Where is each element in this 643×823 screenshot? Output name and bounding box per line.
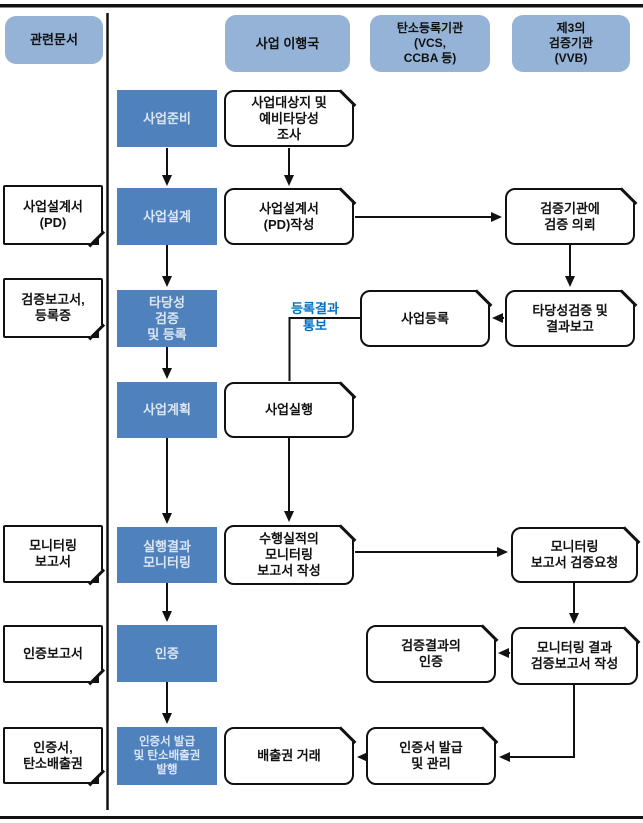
flow-label: 사업실행 [265,402,313,417]
flow-label: 배출권 거래 [257,748,321,763]
folded-corner-icon [89,231,104,246]
registry-certify-verification-results: 검증결과의 인증 [366,624,497,683]
flow-label: 모니터링 결과 검증보고서 작성 [530,640,619,671]
verifier-monitoring-verification-request: 모니터링 보고서 검증요청 [511,526,639,583]
stage-label: 사업준비 [143,110,191,126]
cut-corner-icon [620,289,636,305]
lane-header-carbon-registry: 탄소등록기관 (VCS, CCBA 등) [370,15,490,72]
flow-label: 사업등록 [401,310,449,326]
cut-corner-icon [339,726,355,742]
stage-validation-registration: 타당성 검증 및 등록 [117,290,217,347]
stage-label: 인증서 발급 및 탄소배출권 발행 [133,736,201,776]
stage-certification: 인증 [117,625,217,682]
folded-corner-icon [89,569,104,584]
stage-project-plan: 사업계획 [117,382,217,438]
verifier-verification-request: 검증기관에 검증 의뢰 [505,187,636,245]
folded-corner-icon [89,324,104,339]
doc-monitoring-report: 모니터링 보고서 [3,525,104,584]
stage-label: 타당성 검증 및 등록 [147,294,187,342]
flow-label: 사업대상지 및 예비타당성 조사 [251,94,327,142]
cut-corner-icon [339,89,355,105]
verifier-verification-report-writing: 모니터링 결과 검증보고서 작성 [511,626,639,685]
doc-certificate-carbon-credit: 인증서, 탄소배출권 [3,727,104,785]
flow-label: 타당성검증 및 결과보고 [532,302,608,334]
doc-label: 인증보고서 [23,646,83,661]
cut-corner-icon [620,187,636,203]
registry-project-registration: 사업등록 [360,289,491,347]
folded-corner-icon [89,669,104,684]
edge-label-registration-result-notice: 등록결과 통보 [291,301,339,333]
verifier-validation-result-report: 타당성검증 및 결과보고 [505,289,636,347]
lane-header-related-documents: 관련문서 [5,16,103,64]
stage-label: 인증 [155,645,179,661]
doc-certification-report: 인증보고서 [3,625,104,684]
lane-header-label: 탄소등록기관 (VCS, CCBA 등) [396,21,464,65]
doc-label: 사업설계서 (PD) [23,199,83,230]
doc-label: 모니터링 보고서 [29,538,77,569]
flow-label: 검증결과의 인증 [401,638,461,669]
cut-corner-icon [623,526,639,542]
lane-header-host-country: 사업 이행국 [225,15,350,72]
stage-label: 사업설계 [143,208,191,224]
folded-corner-icon [89,770,104,785]
cut-corner-icon [475,289,491,305]
host-monitoring-report-writing: 수행실적의 모니터링 보고서 작성 [224,524,355,585]
flow-label: 인증서 발급 및 관리 [399,740,463,771]
stage-certificate-issuance: 인증서 발급 및 탄소배출권 발행 [117,727,217,785]
cut-corner-icon [481,726,497,742]
registry-certificate-issuance-management: 인증서 발급 및 관리 [366,726,497,785]
doc-label: 검증보고서, 등록증 [21,292,85,323]
bottom-rule [0,816,643,819]
lane-header-label: 관련문서 [30,32,78,47]
flow-label: 수행실적의 모니터링 보고서 작성 [257,531,321,578]
doc-project-design-document: 사업설계서 (PD) [3,185,104,246]
stage-label: 실행결과 모니터링 [143,539,191,570]
lane-header-label: 사업 이행국 [255,35,320,51]
flow-label: 모니터링 보고서 검증요청 [530,539,619,570]
host-site-feasibility-survey: 사업대상지 및 예비타당성 조사 [224,89,355,147]
cut-corner-icon [339,524,355,540]
lane-header-third-party-verifier: 제3의 검증기관 (VVB) [512,15,630,72]
stage-result-monitoring: 실행결과 모니터링 [117,527,217,583]
cut-corner-icon [339,187,355,203]
cut-corner-icon [339,381,355,397]
flow-label: 검증기관에 검증 의뢰 [540,200,600,232]
host-pd-writing: 사업설계서 (PD)작성 [224,187,355,245]
doc-verification-report: 검증보고서, 등록증 [3,278,104,339]
doc-label: 인증서, 탄소배출권 [23,739,83,771]
cut-corner-icon [623,626,639,642]
line-registration-result-to-implementation [288,317,360,381]
arrow-verification-report-to-certificate-mgmt [499,685,575,762]
stage-preparation: 사업준비 [117,90,217,147]
host-project-implementation: 사업실행 [224,381,355,438]
top-rule [0,4,643,8]
host-credit-trading: 배출권 거래 [224,726,355,785]
stage-design: 사업설계 [117,188,217,245]
cut-corner-icon [481,624,497,640]
lane-header-label: 제3의 검증기관 (VVB) [548,21,594,65]
stage-label: 사업계획 [143,402,191,417]
flow-label: 사업설계서 (PD)작성 [259,200,319,232]
